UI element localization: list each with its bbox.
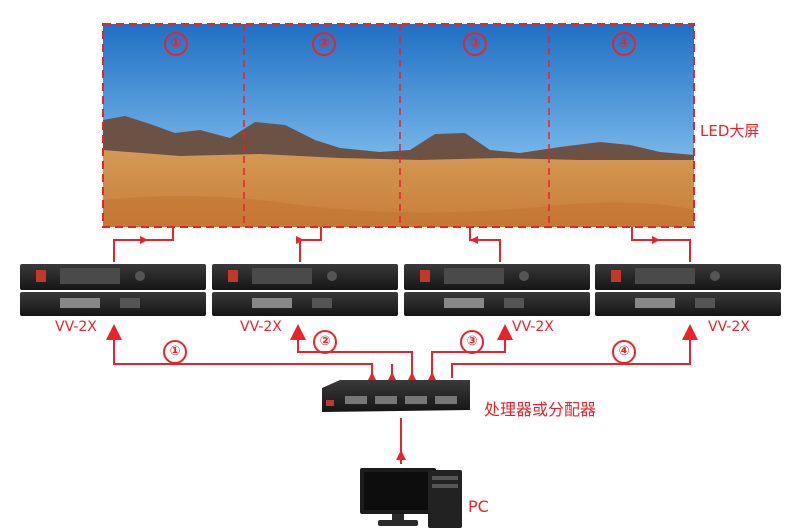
- cable-marker-4: ④: [612, 340, 636, 364]
- cable-marker-1: ①: [163, 340, 187, 364]
- pc-label: PC: [468, 497, 489, 516]
- cable-marker-3: ③: [460, 330, 484, 354]
- controller-3: [404, 264, 590, 316]
- led-screen: [102, 23, 695, 228]
- controller-label-4: VV-2X: [708, 319, 750, 335]
- zone-marker-3: ③: [463, 32, 487, 56]
- pc-icon: [360, 468, 462, 528]
- controller-2: [212, 264, 398, 316]
- screen-links: [113, 227, 691, 262]
- controller-1: [20, 264, 206, 316]
- controller-label-2: VV-2X: [240, 319, 282, 335]
- zone-marker-1: ①: [164, 32, 188, 56]
- cable-marker-2: ②: [313, 330, 337, 354]
- distributor-label: 处理器或分配器: [484, 400, 597, 419]
- controller-label-3: VV-2X: [512, 319, 554, 335]
- distribution-cables: [106, 324, 698, 380]
- controller-label-1: VV-2X: [55, 319, 97, 335]
- zone-marker-4: ④: [612, 32, 636, 56]
- zone-marker-2: ②: [312, 32, 336, 56]
- controller-4: [595, 264, 781, 316]
- led-screen-label: LED大屏: [700, 122, 760, 140]
- pc-link: [396, 418, 406, 464]
- distributor-device: [322, 380, 470, 412]
